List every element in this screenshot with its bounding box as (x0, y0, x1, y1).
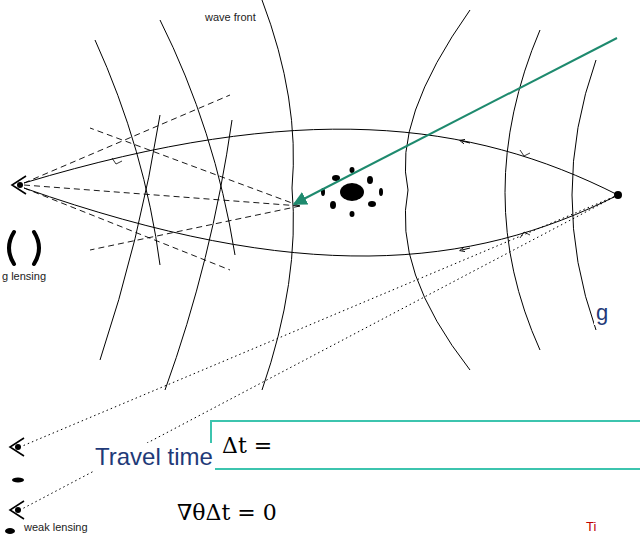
eye-pupil (15, 444, 21, 450)
observers (10, 176, 26, 519)
dashed-line (90, 206, 300, 250)
wavefront-label: wave front (203, 11, 258, 24)
dashed-line (24, 95, 230, 183)
regime-label: g lensing (0, 270, 48, 283)
partial-label: g (594, 300, 610, 325)
galaxy (379, 188, 383, 196)
ray-arrowhead (462, 248, 470, 250)
regime-label: weak lensing (22, 521, 90, 534)
equation-label: ∇θΔt = 0 (175, 500, 279, 525)
light-ray (24, 129, 618, 195)
galaxy (350, 167, 355, 173)
arc-image (9, 232, 14, 264)
angle-mark (520, 232, 530, 238)
dashed-line (90, 128, 300, 206)
dashed-line (24, 185, 300, 206)
galaxy (368, 201, 376, 207)
wave-front-arc (405, 10, 470, 370)
dashed-line (24, 188, 230, 270)
galaxy (350, 211, 355, 217)
formula-box: Δt = (210, 420, 640, 470)
galaxy (367, 176, 373, 184)
wave-front-fold (165, 120, 232, 390)
pupils (15, 182, 23, 513)
partial-label: Ti (584, 520, 598, 535)
wave-front-fold (95, 40, 160, 265)
arc-image (34, 232, 39, 264)
lensed-images (9, 232, 39, 264)
ray-arrowhead (462, 141, 470, 143)
galaxy (330, 201, 336, 209)
sheared-image (5, 528, 15, 534)
angle-mark (112, 158, 122, 164)
light-ray (24, 188, 618, 256)
apparent-directions (24, 95, 300, 270)
galaxy (340, 183, 364, 201)
concept-label: Travel time (93, 443, 215, 471)
eye-symbol (10, 438, 24, 456)
eye-pupil (17, 182, 23, 188)
wave-front-arc (572, 60, 596, 330)
right-angle-marks (112, 150, 530, 238)
formula-text: Δt = (222, 433, 272, 458)
eye-symbol (10, 501, 24, 519)
wave-front-arc (505, 30, 540, 350)
eye-symbol (12, 176, 26, 194)
eye-pupil (15, 507, 21, 513)
angle-mark (520, 150, 530, 156)
callout-arrow (294, 38, 617, 204)
wave-front-arc (262, 0, 293, 390)
sheared-image (12, 478, 24, 483)
weak-ray (20, 195, 618, 447)
wave-fronts (95, 0, 596, 390)
source-point (614, 191, 622, 199)
